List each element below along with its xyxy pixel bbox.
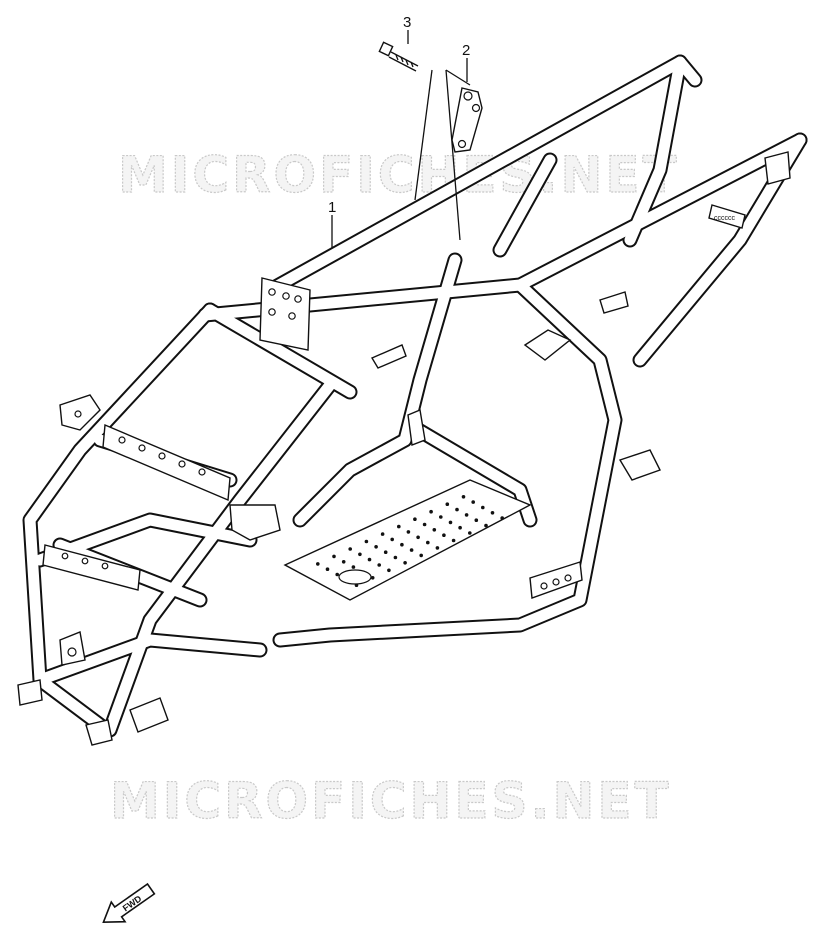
floor-rivet [422,522,427,527]
floor-rivet [367,557,372,562]
fwd-arrow: FWD [102,882,156,924]
floor-rivet [481,505,485,510]
floor-rivet [500,516,505,520]
floor-rivet [387,568,391,573]
floor-drain-hole [338,569,372,585]
floor-rivet [432,528,437,532]
floor-rivet [471,500,476,504]
floor-rivet [490,511,495,515]
floor-rivet [348,547,353,551]
floor-rivet [445,502,450,507]
floor-rivet [461,495,466,499]
watermark-top: MICROFICHES.NET [118,146,680,204]
floor-rivet [393,555,398,560]
leader-lines [331,30,471,248]
floor-rivet [484,523,488,528]
id-plate-code: cccccc [714,215,736,222]
bolt-part-3 [378,41,419,72]
floor-rivet [419,553,424,558]
floor-rivet [403,561,407,565]
floor-rivet [409,548,414,552]
floor-rivet [439,515,443,519]
floor-rivet [325,567,330,571]
seat-mount-plate [259,277,311,351]
floor-rivet [316,562,320,566]
floor-rivet [400,542,404,547]
floor-rivet [474,518,479,522]
lower-crossbar [42,544,141,591]
mount-tabs [17,151,791,746]
floor-rivet [351,565,356,569]
floor-pan [283,479,532,601]
floor-rivet [455,507,459,512]
bracket-part-2 [451,87,483,153]
callout-2: 2 [462,42,470,59]
floor-rivet [468,531,472,535]
floor-rivet [413,517,417,521]
id-plate: cccccc [708,204,746,229]
floor-rivet [451,538,456,543]
floor-rivet [380,532,385,536]
floor-rivet [377,563,382,567]
callout-1: 1 [328,199,336,216]
floor-rivet [429,509,433,514]
watermark-bottom: MICROFICHES.NET [110,772,672,830]
rear-crossbar [529,561,583,599]
floor-rivet [458,525,462,530]
floor-rivet [426,540,430,545]
front-crossbar [102,423,231,502]
floor-rivet [406,530,411,534]
floor-rivet [358,552,362,557]
floor-rivet [435,546,440,550]
floor-rivet [448,520,453,525]
floor-rivet [370,576,375,580]
floor-rivet [341,560,346,564]
floor-rivet [464,513,469,517]
floor-rivet [416,535,420,540]
callout-3: 3 [403,14,411,31]
floor-rivet [332,554,336,559]
floor-rivet [383,550,388,554]
floor-rivet [390,537,395,542]
floor-rivet [397,524,401,529]
floor-rivet [442,533,446,537]
floor-rivet [374,545,378,549]
floor-rivet [364,539,369,544]
floor-rivet [335,572,340,577]
